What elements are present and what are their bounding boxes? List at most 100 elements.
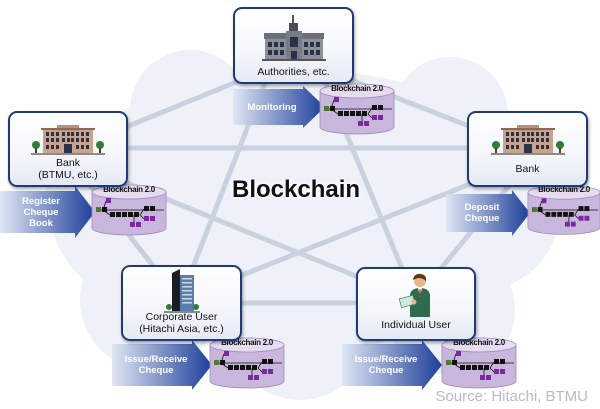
chain-block	[144, 206, 149, 211]
chain-link	[139, 214, 145, 220]
node-label: Bank (BTMU, etc.)	[10, 157, 126, 181]
chain-block	[456, 351, 461, 356]
bank-window	[521, 132, 525, 136]
bank-window	[81, 145, 84, 149]
chain-block	[545, 211, 551, 217]
chain-block	[378, 115, 383, 120]
action-arrow-monitoring: Monitoring	[233, 86, 325, 128]
action-label-line: Cheque	[464, 213, 500, 224]
bank-window	[515, 138, 519, 142]
chain-link	[367, 113, 373, 119]
chain-block	[220, 360, 225, 365]
chain-block	[500, 359, 505, 364]
bank-building-icon	[490, 125, 565, 155]
node-label: Bank	[515, 163, 540, 175]
node-bank-btmu: Bank (BTMU, etc.)	[8, 111, 128, 187]
bank-window	[81, 138, 84, 142]
chain-block	[252, 365, 257, 370]
chain-block	[96, 207, 101, 212]
chain-block	[584, 206, 590, 211]
chain-block	[128, 212, 133, 217]
bank-window	[51, 132, 54, 136]
ledger-chain-icon	[319, 83, 395, 135]
bank-window	[545, 145, 549, 149]
chain-block	[130, 222, 135, 227]
chain-block	[494, 369, 499, 374]
ledger-chain-icon	[441, 337, 517, 389]
chain-block	[330, 106, 335, 111]
ledger-label: Blockchain 2.0	[538, 185, 590, 194]
chain-link	[489, 361, 495, 369]
ledger-cylinder-authorities: Blockchain 2.0	[318, 83, 396, 135]
node-label: Individual User	[381, 319, 451, 331]
chain-block	[446, 360, 451, 365]
bank-window	[526, 138, 530, 142]
bank-window	[515, 132, 519, 136]
action-label: Issue/Receive Cheque	[342, 340, 430, 390]
chain-block	[338, 111, 343, 116]
chain-block	[531, 207, 537, 212]
bank-window	[51, 138, 54, 142]
chain-block	[500, 369, 505, 374]
bank-window	[535, 145, 539, 149]
tree-trunk	[558, 148, 561, 153]
chain-link	[574, 214, 579, 220]
chain-block	[452, 360, 457, 365]
bank-window	[545, 138, 549, 142]
chain-blocks	[214, 351, 282, 380]
chain-link	[257, 367, 263, 373]
bank-window	[530, 132, 534, 136]
chain-blocks	[531, 198, 599, 227]
action-label: Deposit Cheque	[446, 190, 518, 236]
chain-block	[106, 198, 111, 203]
chain-link	[257, 361, 263, 369]
chain-block	[334, 97, 339, 102]
chain-block	[494, 359, 499, 364]
bank-window	[86, 145, 89, 149]
chain-block	[254, 375, 259, 380]
chain-block	[268, 369, 273, 374]
tree-trunk	[35, 148, 37, 153]
bank-window	[56, 138, 59, 142]
chain-block	[484, 365, 489, 370]
bank-cornice	[41, 128, 95, 130]
bank-windows	[46, 132, 89, 149]
chain-block	[472, 365, 477, 370]
chain-block	[144, 216, 149, 221]
cylinder-top	[441, 337, 517, 353]
bank-window	[540, 138, 544, 142]
ledger-chain-icon	[527, 185, 600, 235]
node-bank: Bank	[467, 111, 588, 187]
chain-block	[466, 365, 471, 370]
chain-block	[224, 351, 229, 356]
bank-window	[81, 132, 84, 136]
chain-link	[574, 208, 579, 216]
chain-block	[364, 121, 369, 126]
ledger-label: Blockchain 2.0	[221, 338, 273, 347]
chain-block	[551, 211, 557, 217]
chain-block	[122, 212, 127, 217]
cylinder-top	[209, 337, 285, 353]
bank-window	[56, 132, 59, 136]
chain-block	[563, 211, 568, 217]
tree	[491, 141, 500, 149]
bank-window	[71, 132, 74, 136]
ledger-chain-icon	[209, 337, 285, 389]
bank-window	[86, 132, 89, 136]
bank-windows	[505, 132, 549, 149]
chain-block	[150, 216, 155, 221]
source-credit: Source: Hitachi, BTMU	[435, 388, 588, 405]
node-label-line: (Hitachi Asia, etc.)	[139, 323, 224, 335]
chain-block	[541, 198, 547, 204]
bank-building-icon	[31, 125, 105, 155]
action-arrow-deposit-cheque: Deposit Cheque	[446, 190, 530, 236]
bank-window	[76, 138, 79, 142]
ledger-chain-icon	[91, 184, 167, 236]
action-label-line: Deposit	[464, 202, 500, 213]
person-with-cheque-icon	[398, 273, 430, 317]
bank-window	[76, 132, 79, 136]
tree	[32, 141, 40, 149]
bank-cornice	[500, 128, 555, 130]
bank-window	[46, 132, 49, 136]
action-arrow-issue-receive-cheque-individual: Issue/Receive Cheque	[342, 340, 442, 390]
